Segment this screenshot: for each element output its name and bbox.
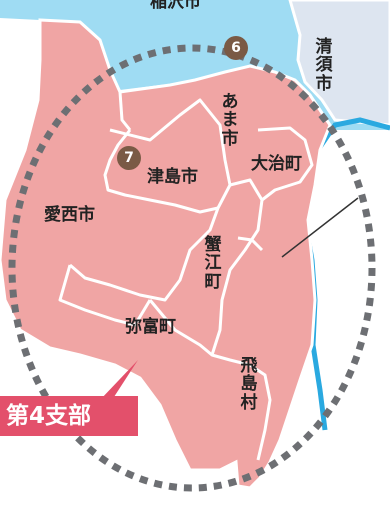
city-label-oharu: 大治町 xyxy=(251,154,302,174)
neighbor-city-top-partial: 稲沢市 xyxy=(150,0,201,12)
city-label-kanie: 蟹 江 町 xyxy=(204,235,222,292)
kiyosu-neighbor-region xyxy=(288,0,390,127)
city-label-yatomi: 弥富町 xyxy=(125,317,176,337)
city-label-aisai: 愛西市 xyxy=(44,205,95,225)
leader-line xyxy=(281,197,359,258)
city-label-tobishima: 飛 島 村 xyxy=(240,356,258,413)
badge-7: 7 xyxy=(117,146,141,170)
neighbor-city-kiyosu: 清 須 市 xyxy=(315,37,333,94)
city-label-tsushima: 津島市 xyxy=(147,167,198,187)
water-area xyxy=(0,0,390,130)
badge-6: 6 xyxy=(224,36,248,60)
dotted-circle xyxy=(8,44,376,492)
city-borders xyxy=(58,91,314,481)
branch-label: 第4支部 xyxy=(0,396,138,436)
city-label-ama: あ ま 市 xyxy=(221,92,239,149)
branch-region xyxy=(0,18,332,490)
